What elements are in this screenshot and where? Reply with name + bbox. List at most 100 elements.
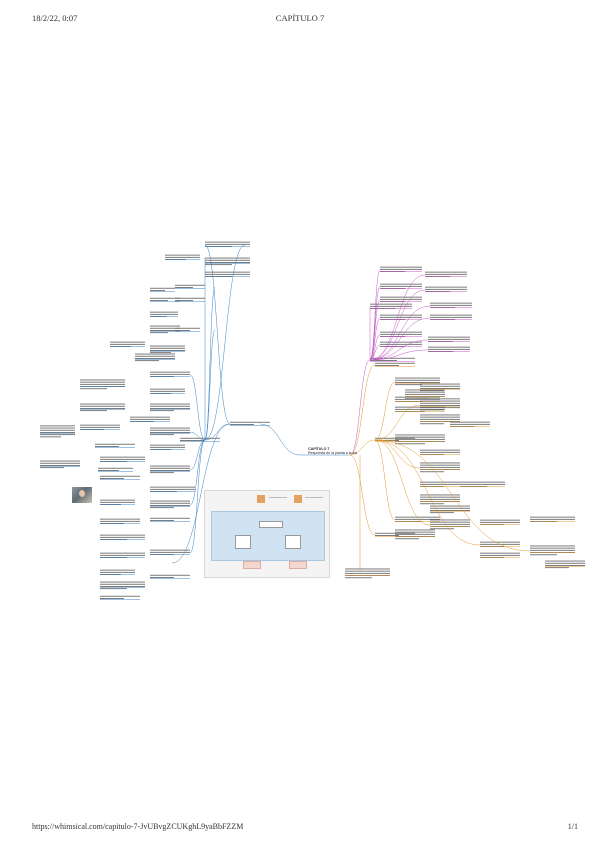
left-node-text — [100, 475, 140, 477]
left-node-text — [150, 405, 190, 407]
orange-node-text — [395, 398, 440, 400]
left-node-text — [205, 259, 250, 261]
orange-node-text — [405, 398, 429, 400]
orange-node-text — [420, 498, 460, 500]
orange-node-text — [420, 416, 460, 418]
left-node-text — [175, 300, 193, 301]
left-node-text — [150, 352, 171, 354]
left-node-text — [150, 505, 190, 506]
left-node-text — [175, 327, 200, 329]
left-node-text — [150, 472, 174, 474]
left-node-text — [130, 416, 170, 418]
orange-node-text — [450, 421, 490, 423]
pink-connector — [369, 339, 429, 361]
left-node-text — [150, 297, 180, 299]
orange-node-text — [545, 562, 585, 564]
orange-node-text — [395, 384, 422, 386]
left-node-text — [205, 273, 250, 275]
root-title: CAPÍTULO 7 — [308, 447, 330, 451]
left-node-text — [150, 327, 180, 329]
orange-node-text — [530, 516, 575, 518]
orange-bottom-node-text — [345, 568, 390, 570]
left-node-text — [80, 379, 125, 381]
orange-bottom-node-text — [345, 572, 390, 574]
left-node-text — [150, 486, 195, 488]
left-node-text — [205, 264, 232, 266]
orange-connector — [374, 439, 421, 469]
orange-node-text — [480, 554, 520, 556]
orange-node-text — [395, 443, 425, 445]
orange-node-text — [395, 538, 419, 540]
left-node-text — [100, 501, 135, 503]
orange-bottom-node-text — [345, 577, 372, 579]
pink-node-text — [380, 341, 422, 343]
left-node-text — [175, 330, 190, 331]
left-node-text — [150, 427, 190, 429]
orange-node-text — [420, 409, 444, 411]
orange-node-text — [530, 518, 575, 520]
left-node-text — [40, 432, 75, 433]
left-node-text — [80, 405, 125, 407]
pink-node-text — [428, 348, 470, 350]
orange-node-text — [460, 481, 505, 483]
left-node-text — [150, 520, 174, 521]
left-connector — [189, 439, 206, 506]
pink-main-node-text — [370, 360, 397, 361]
pink-node-text — [370, 305, 412, 307]
left-node-text — [40, 425, 75, 427]
left-node-text — [40, 434, 75, 436]
left-node-text — [100, 586, 145, 587]
pink-node-text — [428, 336, 470, 338]
left-node-text — [150, 507, 174, 509]
pink-connector — [369, 305, 431, 361]
pink-node-text — [425, 273, 467, 275]
left-sub-node-text — [180, 440, 204, 441]
left-node-text — [150, 345, 185, 347]
left-node-text — [100, 534, 145, 536]
orange-node-text — [420, 388, 460, 389]
pink-node-text — [430, 302, 472, 304]
orange-node-text — [480, 519, 520, 521]
left-node-text — [100, 552, 145, 554]
left-node-text — [100, 458, 145, 460]
orange-node-text — [420, 390, 444, 392]
left-top-branch — [204, 244, 231, 425]
orange-connector — [374, 404, 421, 441]
orange-node-text — [480, 541, 520, 543]
orange-node-text — [420, 466, 460, 468]
left-connector — [204, 244, 246, 441]
left-node-text — [205, 262, 250, 263]
left-node-text — [80, 383, 125, 385]
left-node-text — [150, 403, 190, 405]
orange-node-text — [430, 521, 470, 523]
orange-node-text — [420, 464, 460, 466]
orange-bottom-node-text — [345, 570, 390, 572]
orange-node-text — [545, 565, 585, 566]
left-node-text — [40, 427, 75, 429]
pink-node-text — [380, 266, 422, 268]
left-node-text — [150, 332, 168, 334]
left-node-text — [135, 355, 175, 357]
mindmap-root-node: CAPÍTULO 7 Respuesta de la planta a la s… — [308, 447, 378, 456]
pink-node-text — [380, 316, 422, 318]
orange-node-text — [420, 405, 460, 406]
root-subtitle: Respuesta de la planta a la sal — [308, 451, 358, 456]
diagram-orange-marker — [294, 495, 302, 503]
orange-node-text — [420, 471, 444, 473]
left-node-text — [150, 517, 190, 519]
orange-node-text — [395, 377, 440, 379]
left-node-text — [98, 467, 133, 469]
left-node-text — [40, 436, 61, 438]
orange-node-text — [420, 481, 460, 483]
orange-node-text — [420, 503, 444, 505]
orange-node-text — [395, 434, 445, 436]
pink-node-text — [380, 331, 422, 333]
left-node-text — [150, 470, 190, 471]
pink-node-text — [370, 303, 412, 305]
orange-node-text — [420, 494, 460, 496]
left-node-text — [150, 388, 185, 390]
left-node-text — [150, 325, 180, 327]
pink-node-text — [380, 296, 422, 298]
left-node-text — [80, 408, 125, 409]
left-connector — [204, 286, 216, 441]
